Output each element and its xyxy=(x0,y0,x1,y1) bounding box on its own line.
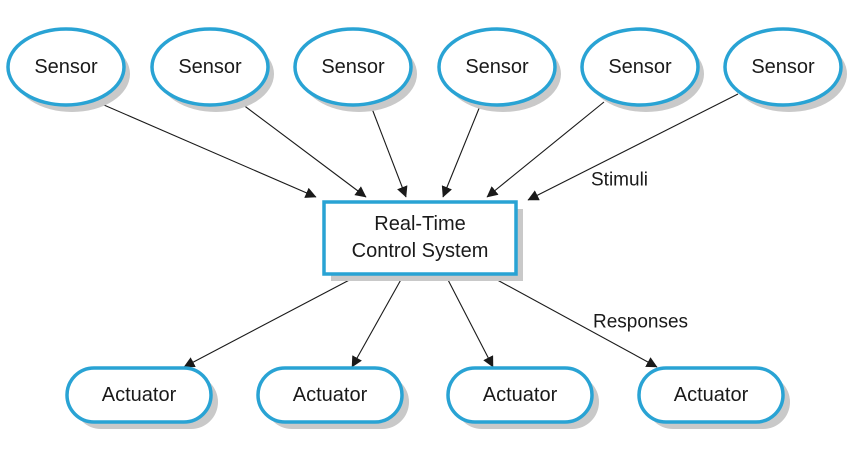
sensor-label: Sensor xyxy=(321,56,385,78)
sensor-label: Sensor xyxy=(465,56,529,78)
sensor-node: Sensor xyxy=(580,27,704,112)
sensor-node: Sensor xyxy=(293,27,417,112)
stimuli-edges xyxy=(96,93,739,201)
sensor-node: Sensor xyxy=(150,27,274,112)
response-edges xyxy=(183,275,658,368)
stimulus-arrow-4 xyxy=(441,105,481,198)
controller-title-line-1: Real-Time xyxy=(374,213,466,235)
stimuli-label: Stimuli xyxy=(591,170,648,191)
actuator-node: Actuator xyxy=(256,366,409,429)
sensor-label: Sensor xyxy=(751,56,815,78)
sensor-label: Sensor xyxy=(608,56,672,78)
sensor-node: Sensor xyxy=(723,27,847,112)
stimulus-arrow-6 xyxy=(527,93,739,201)
response-arrow-3 xyxy=(445,275,494,368)
sensor-node: Sensor xyxy=(6,27,130,112)
actuator-row: Actuator Actuator Actuator Actuator xyxy=(65,366,790,429)
sensor-row: Sensor Sensor Sensor Sensor Sensor Senso… xyxy=(6,27,847,112)
response-arrow-1 xyxy=(183,275,358,368)
controller-title-line-2: Control System xyxy=(352,240,489,262)
sensor-label: Sensor xyxy=(178,56,242,78)
actuator-label: Actuator xyxy=(483,384,558,406)
response-arrow-4 xyxy=(489,275,658,368)
actuator-label: Actuator xyxy=(102,384,177,406)
stimulus-arrow-3 xyxy=(370,105,408,198)
actuator-label: Actuator xyxy=(674,384,749,406)
responses-label: Responses xyxy=(593,312,688,333)
response-arrow-2 xyxy=(351,275,404,368)
stimulus-arrow-2 xyxy=(241,103,367,198)
actuator-node: Actuator xyxy=(637,366,790,429)
sensor-label: Sensor xyxy=(34,56,98,78)
sensor-node: Sensor xyxy=(437,27,561,112)
actuator-node: Actuator xyxy=(446,366,599,429)
actuator-node: Actuator xyxy=(65,366,218,429)
controller-node: Real-Time Control System xyxy=(322,200,523,281)
stimulus-arrow-5 xyxy=(486,101,605,198)
actuator-label: Actuator xyxy=(293,384,368,406)
stimulus-arrow-1 xyxy=(96,101,317,198)
